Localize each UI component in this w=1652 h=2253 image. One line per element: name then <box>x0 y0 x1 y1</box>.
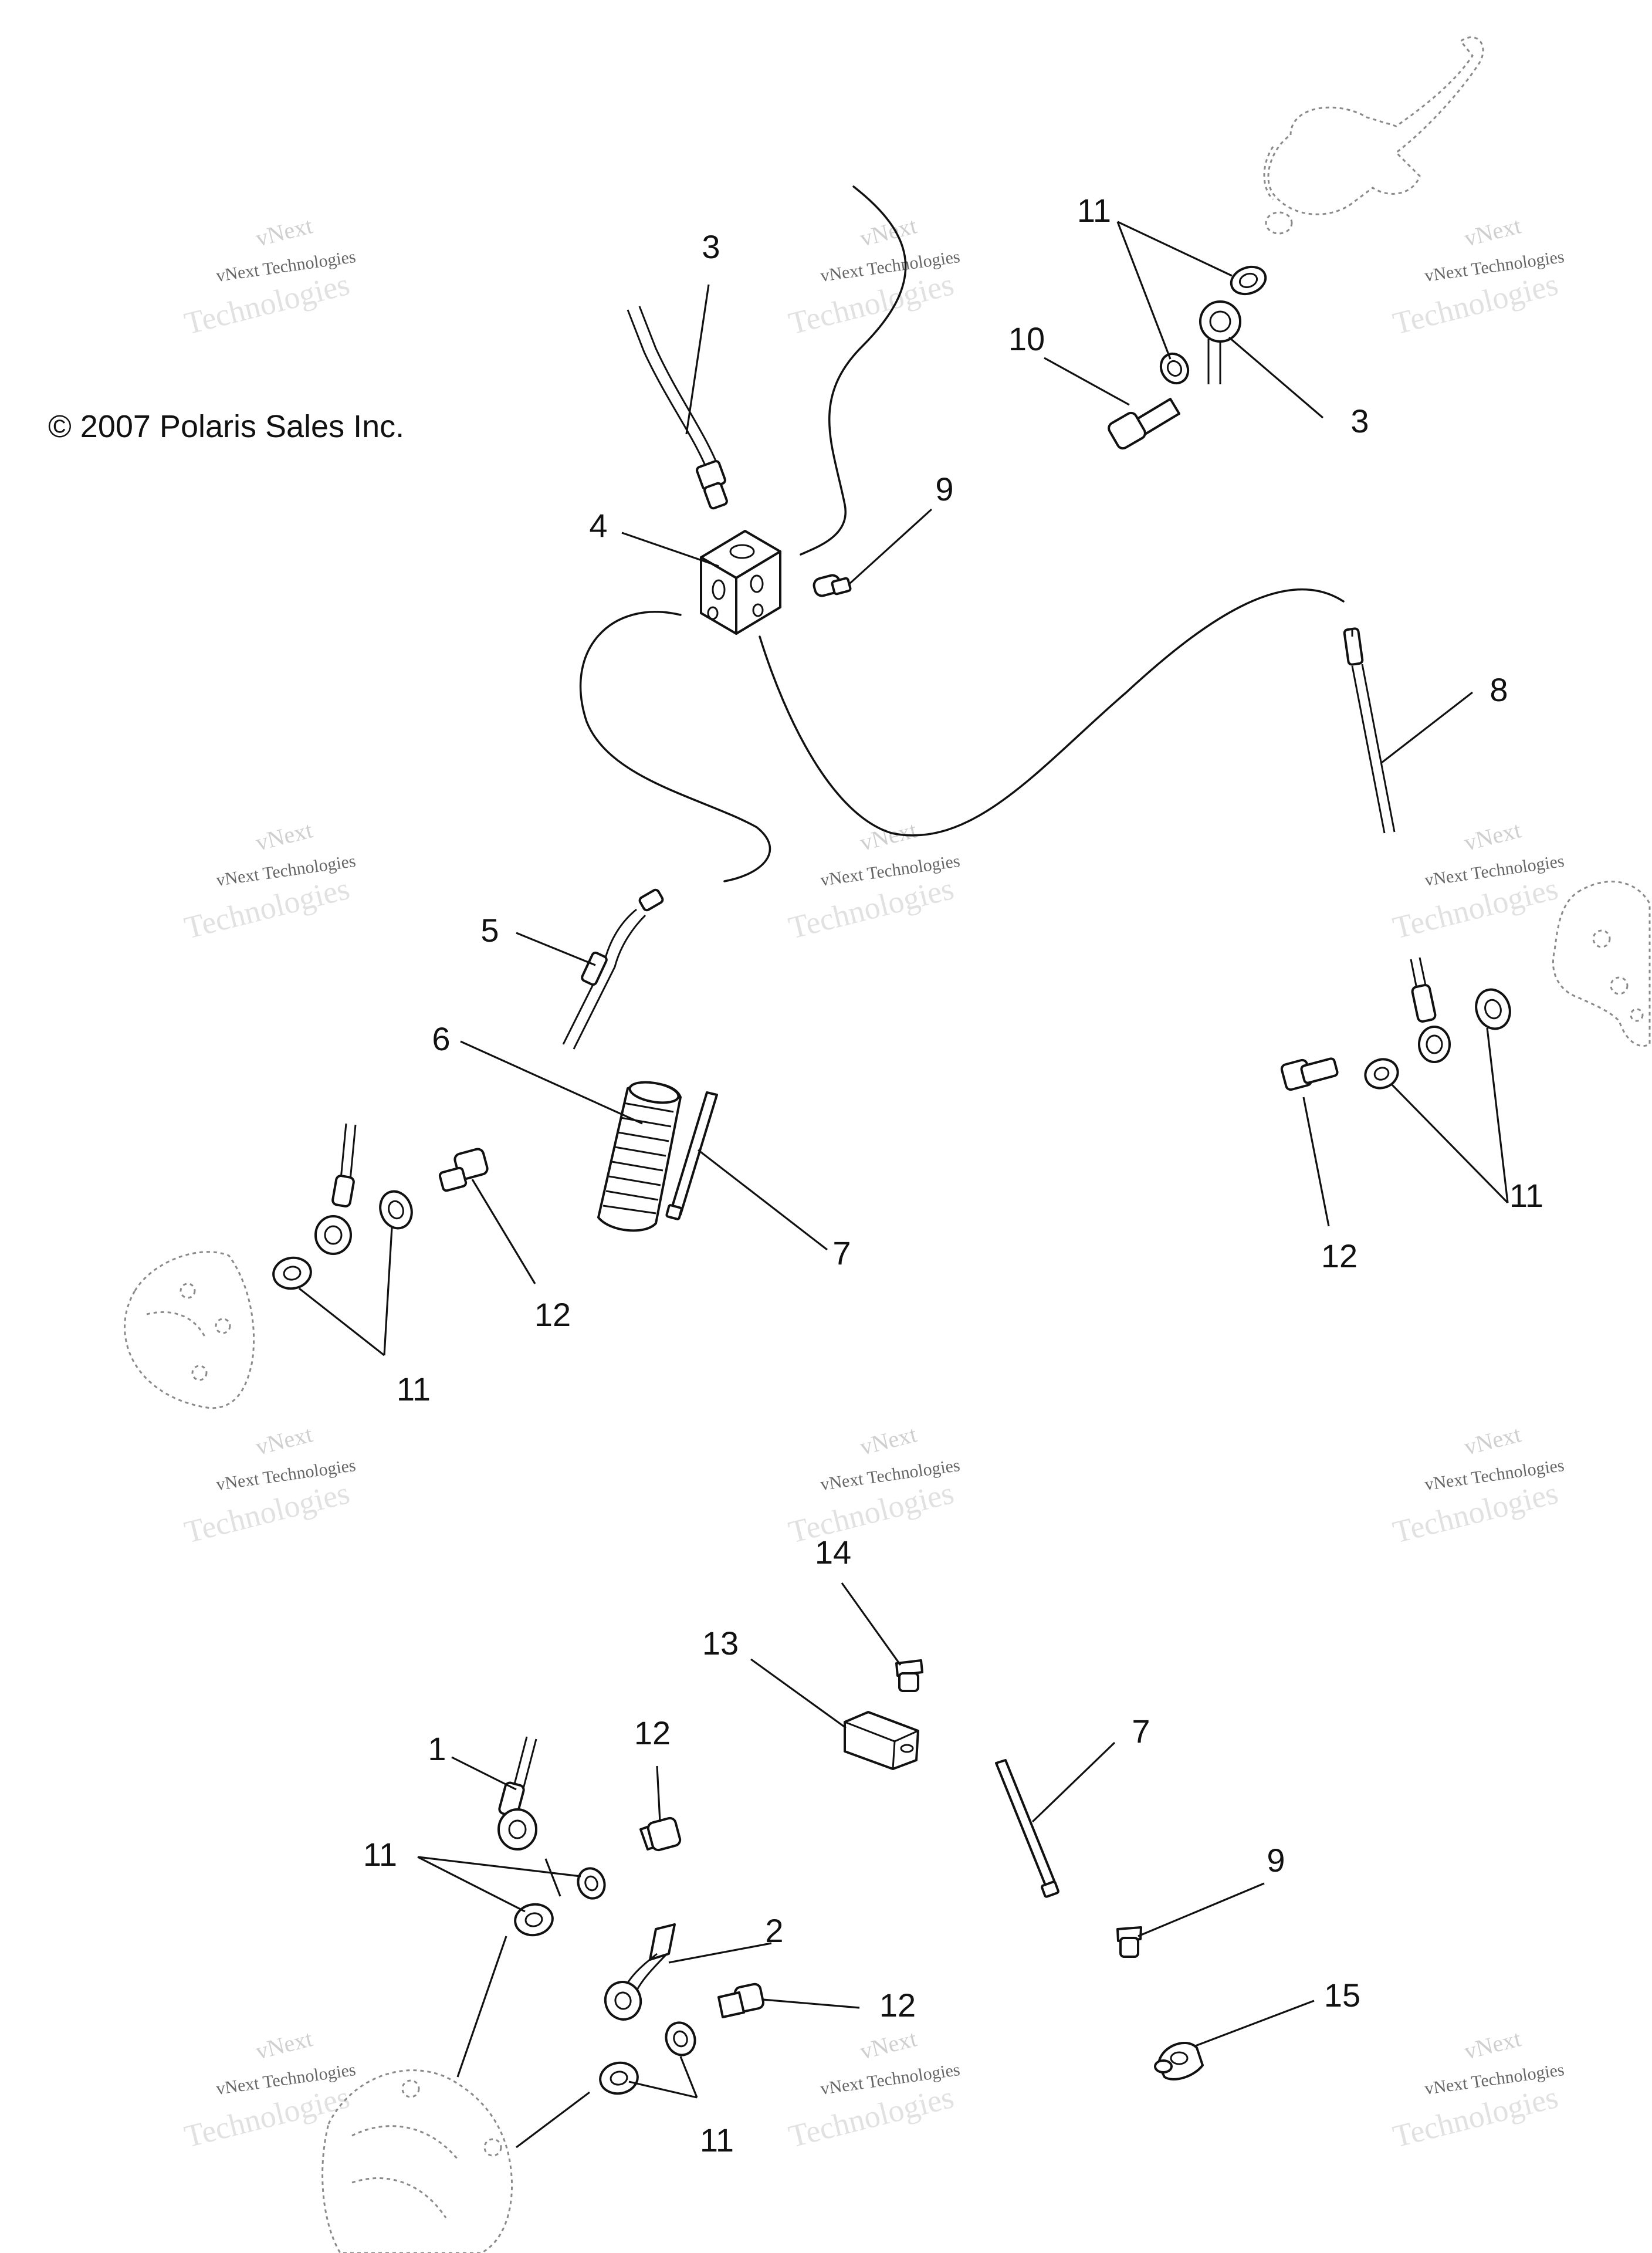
part-3-hose <box>627 306 728 510</box>
part-7-cable-tie-bottom <box>995 1759 1059 1898</box>
watermark: vNext vNext Technologies Technologies <box>785 2025 961 2154</box>
callout-2: 2 <box>765 1912 783 1949</box>
part-1-hose <box>497 1736 537 1851</box>
callout-7: 7 <box>832 1234 851 1271</box>
part-15-clamp <box>1154 2041 1204 2081</box>
callout-4: 4 <box>589 507 607 544</box>
part-7-cable-tie-top <box>665 1091 718 1220</box>
watermark: vNext vNext Technologies Technologies <box>181 1420 357 1550</box>
callout-1: 1 <box>428 1730 446 1767</box>
part-12-bolt-left <box>438 1148 489 1192</box>
part-11-washers-bottom-upper <box>514 1867 606 1937</box>
callout-12: 12 <box>1321 1237 1358 1274</box>
callout-labels: 3 4 9 11 10 3 8 5 6 7 12 11 11 12 14 13 … <box>363 192 1543 2159</box>
caliper-left-ghost <box>124 1251 255 1409</box>
watermark-top: vNext <box>253 2025 315 2064</box>
callout-12: 12 <box>879 1987 916 2024</box>
watermark-top: vNext <box>253 1420 315 1460</box>
part-12-bolt-bottom-upper <box>639 1816 682 1852</box>
callout-8: 8 <box>1489 671 1508 708</box>
watermark: vNext vNext Technologies Technologies <box>181 816 357 945</box>
part-11-washers-bottom-lower <box>599 2021 696 2095</box>
watermark: vNext vNext Technologies Technologies <box>785 212 961 341</box>
watermark-top: vNext <box>1461 1420 1524 1460</box>
callout-12: 12 <box>634 1714 671 1751</box>
brake-line-left-loop <box>580 611 771 882</box>
callout-5: 5 <box>480 912 499 949</box>
watermark: vNext vNext Technologies Technologies <box>785 1420 961 1550</box>
watermark-top: vNext <box>253 816 315 855</box>
callout-11: 11 <box>363 1836 397 1873</box>
ghost-parts <box>124 36 1651 2253</box>
watermark-top: vNext <box>857 212 919 251</box>
watermark-top: vNext <box>1461 816 1524 855</box>
part-8-hose <box>1343 627 1396 834</box>
watermark: vNext vNext Technologies Technologies <box>181 212 357 341</box>
callout-3: 3 <box>1350 402 1369 439</box>
watermark: vNext vNext Technologies Technologies <box>785 816 961 945</box>
caliper-bottom-ghost <box>321 2069 513 2253</box>
watermark-top: vNext <box>857 1420 919 1460</box>
watermark: vNext vNext Technologies Technologies <box>181 2025 357 2154</box>
callout-7: 7 <box>1132 1713 1150 1750</box>
callout-11: 11 <box>1077 192 1111 229</box>
watermark: vNext vNext Technologies Technologies <box>1389 816 1565 945</box>
part-9-bolt-top <box>813 574 852 597</box>
watermark-top: vNext <box>253 212 315 251</box>
part-12-bolt-right <box>1280 1057 1339 1091</box>
watermark: vNext vNext Technologies Technologies <box>1389 2025 1565 2154</box>
brake-line-upper <box>800 185 907 556</box>
part-6-spring-guard <box>597 1081 682 1232</box>
master-cylinder-ghost <box>1263 36 1484 235</box>
callout-11: 11 <box>700 2122 734 2159</box>
part-12-bolt-bottom-lower <box>717 1983 765 2018</box>
callout-14: 14 <box>815 1534 851 1571</box>
callout-13: 13 <box>702 1625 739 1662</box>
callout-9: 9 <box>1267 1842 1285 1879</box>
callout-9: 9 <box>935 471 953 508</box>
caliper-right-ghost <box>1552 881 1651 1047</box>
callout-15: 15 <box>1324 1977 1360 2014</box>
brake-line-curves <box>580 185 1345 882</box>
callout-12: 12 <box>534 1296 571 1333</box>
brake-line-right-run <box>759 588 1345 837</box>
watermark-top: vNext <box>1461 2025 1524 2064</box>
part-2-hose <box>604 1923 676 2021</box>
part-3-banjo-fitting <box>1199 300 1241 384</box>
part-13-clip <box>844 1711 919 1770</box>
callout-11: 11 <box>397 1371 431 1408</box>
part-4-junction-block <box>700 530 781 635</box>
part-11-washers-top <box>1159 265 1267 385</box>
leader-lines <box>299 221 1509 2149</box>
watermark: vNext vNext Technologies Technologies <box>1389 212 1565 341</box>
copyright-notice: © 2007 Polaris Sales Inc. <box>48 409 404 444</box>
part-9-bolt-bottom <box>1116 1926 1142 1958</box>
part-14-rivet <box>895 1659 923 1692</box>
right-caliper-fittings <box>1364 957 1511 1090</box>
left-caliper-fittings <box>272 1123 413 1290</box>
part-10-banjo-bolt <box>1108 398 1180 450</box>
callout-11: 11 <box>1509 1177 1543 1214</box>
part-5-hose <box>562 888 664 1050</box>
callout-6: 6 <box>432 1020 450 1057</box>
callout-10: 10 <box>1008 320 1045 357</box>
watermark-top: vNext <box>857 2025 919 2064</box>
callout-3: 3 <box>702 228 720 265</box>
watermark-top: vNext <box>1461 212 1524 251</box>
watermark: vNext vNext Technologies Technologies <box>1389 1420 1565 1550</box>
